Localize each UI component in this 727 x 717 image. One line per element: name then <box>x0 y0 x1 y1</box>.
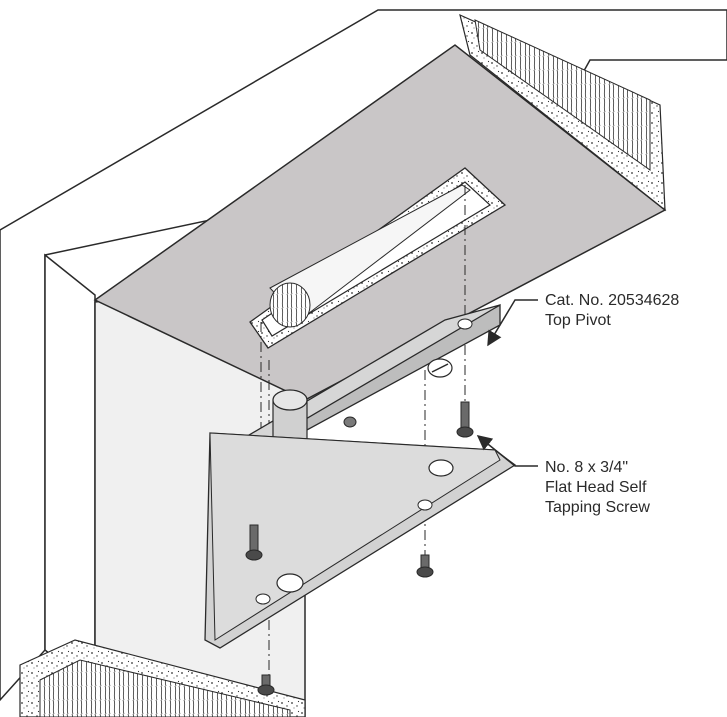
cover-plate <box>204 432 517 649</box>
screw-leader <box>476 435 538 467</box>
screw-type-label-2: Tapping Screw <box>545 499 650 516</box>
screw-type-label: Flat Head Self <box>545 479 647 496</box>
screw-1 <box>456 401 474 438</box>
screw-4 <box>257 674 275 696</box>
screw-size-label: No. 8 x 3/4" <box>545 459 628 476</box>
door-edge-grain-bottom <box>19 639 306 717</box>
top-pivot-label: Top Pivot <box>545 312 611 329</box>
screw-3 <box>416 554 434 578</box>
door-edge-grain-top <box>459 13 666 212</box>
top-pivot-leader <box>487 299 538 347</box>
screw-2 <box>245 524 263 561</box>
top-pivot-catalog-number: Cat. No. 20534628 <box>545 292 679 309</box>
pivot-mortise <box>249 167 507 349</box>
